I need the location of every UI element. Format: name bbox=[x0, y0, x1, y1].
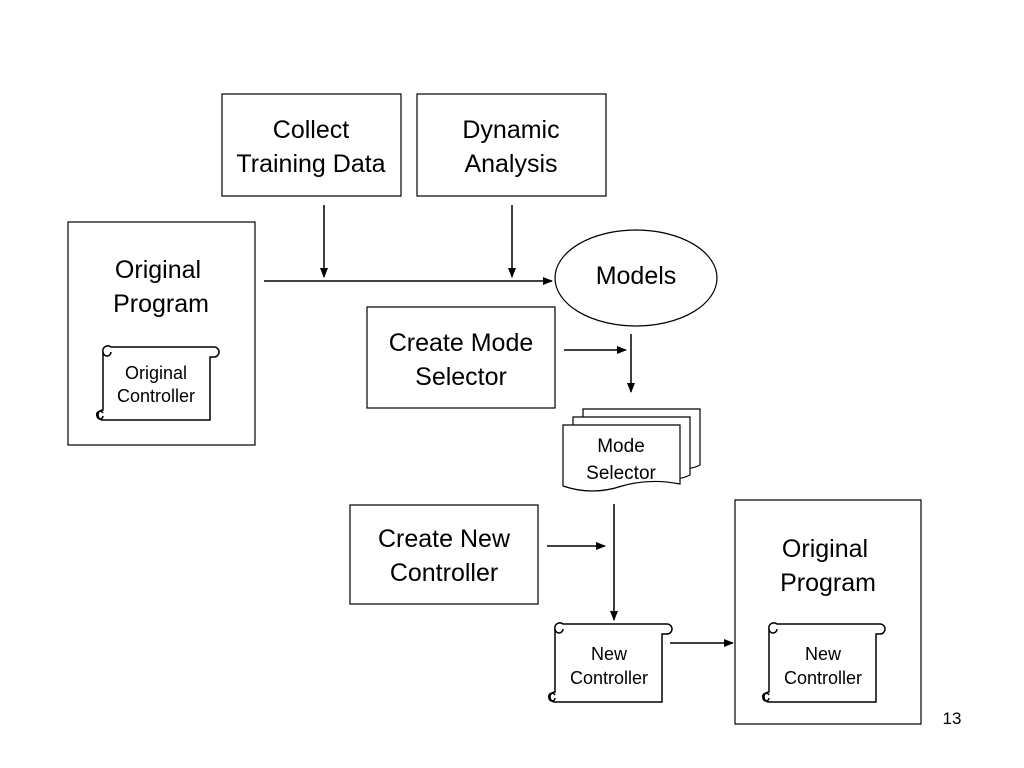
new-controller-scroll: New Controller bbox=[547, 622, 673, 703]
collect-training-data-box: Collect Training Data bbox=[221, 93, 402, 197]
original-program-top-line2: Program bbox=[113, 290, 209, 318]
original-program-bottom-line2: Program bbox=[780, 569, 876, 597]
dynamic-analysis-box: Dynamic Analysis bbox=[416, 93, 607, 197]
mode-selector-line1: Mode bbox=[597, 436, 645, 457]
mode-selector-line2: Selector bbox=[586, 463, 656, 484]
original-controller-line1: Original bbox=[125, 363, 187, 383]
new-controller-inner-scroll: New Controller bbox=[761, 622, 886, 703]
original-controller-line2: Controller bbox=[117, 386, 195, 406]
create-mode-selector-box: Create Mode Selector bbox=[366, 306, 556, 409]
create-mode-line2: Selector bbox=[415, 363, 507, 391]
create-controller-line2: Controller bbox=[390, 559, 498, 587]
original-program-top-line1: Original bbox=[115, 256, 201, 284]
dynamic-label-line1: Dynamic bbox=[462, 116, 559, 144]
original-program-bottom-line1: Original bbox=[782, 535, 868, 563]
collect-label-line2: Training Data bbox=[236, 150, 385, 178]
page-number: 13 bbox=[943, 709, 962, 728]
create-new-controller-box: Create New Controller bbox=[349, 504, 539, 605]
collect-label-line1: Collect bbox=[273, 116, 349, 144]
dynamic-label-line2: Analysis bbox=[464, 150, 557, 178]
original-controller-scroll: Original Controller bbox=[95, 345, 220, 421]
new-controller-inner-line2: Controller bbox=[784, 668, 862, 688]
models-ellipse: Models bbox=[554, 229, 718, 327]
mode-selector-documents: Mode Selector bbox=[562, 408, 701, 492]
new-controller-inner-line1: New bbox=[805, 644, 842, 664]
create-mode-line1: Create Mode bbox=[389, 329, 534, 357]
create-controller-line1: Create New bbox=[378, 525, 511, 553]
new-controller-line2: Controller bbox=[570, 668, 648, 688]
models-label: Models bbox=[596, 262, 677, 290]
new-controller-line1: New bbox=[591, 644, 628, 664]
